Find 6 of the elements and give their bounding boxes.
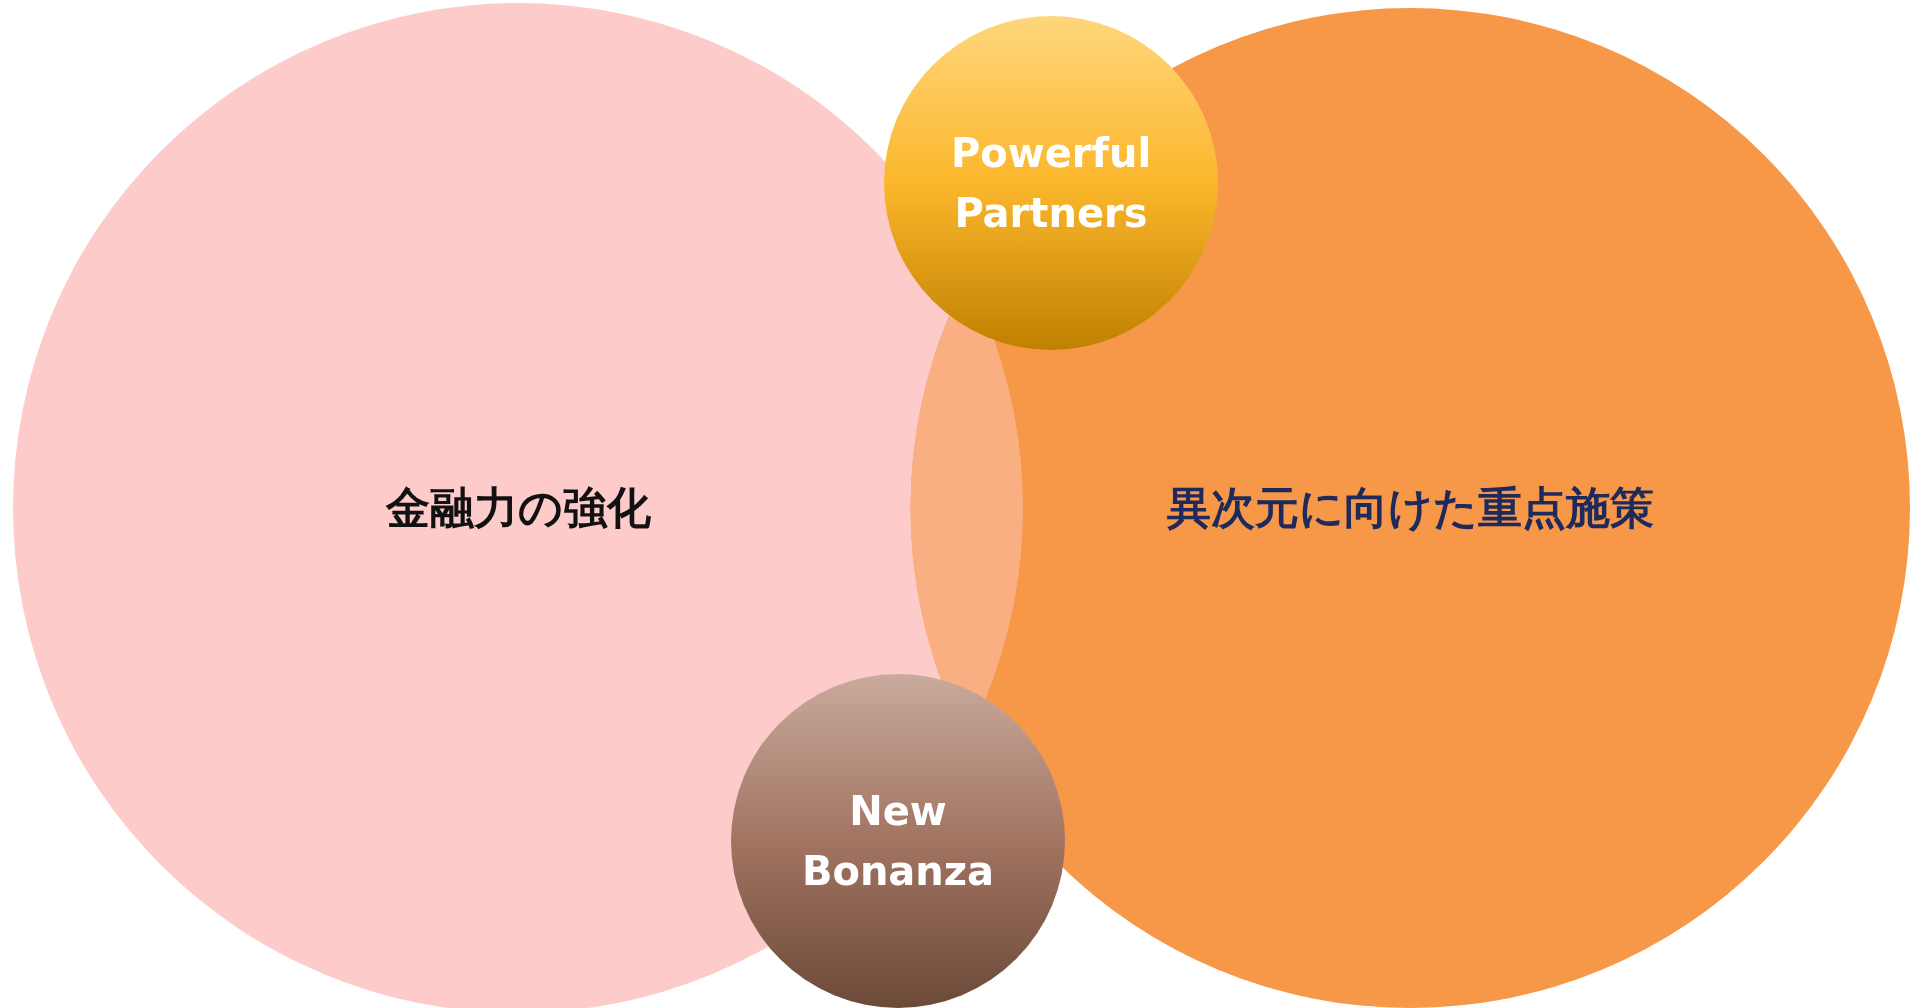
small-circle [884, 16, 1218, 350]
circle-label: Powerful Partners [949, 129, 1153, 238]
circle-label: 異次元に向けた重点施策 [1166, 481, 1654, 535]
small-circle [731, 674, 1065, 1008]
circle-label: New Bonanza [800, 787, 996, 896]
circle-label: 金融力の強化 [385, 481, 651, 535]
